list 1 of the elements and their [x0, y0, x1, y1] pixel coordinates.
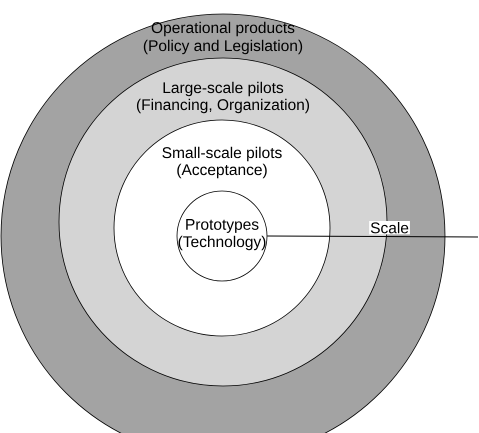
axis-label: Scale — [369, 220, 410, 234]
